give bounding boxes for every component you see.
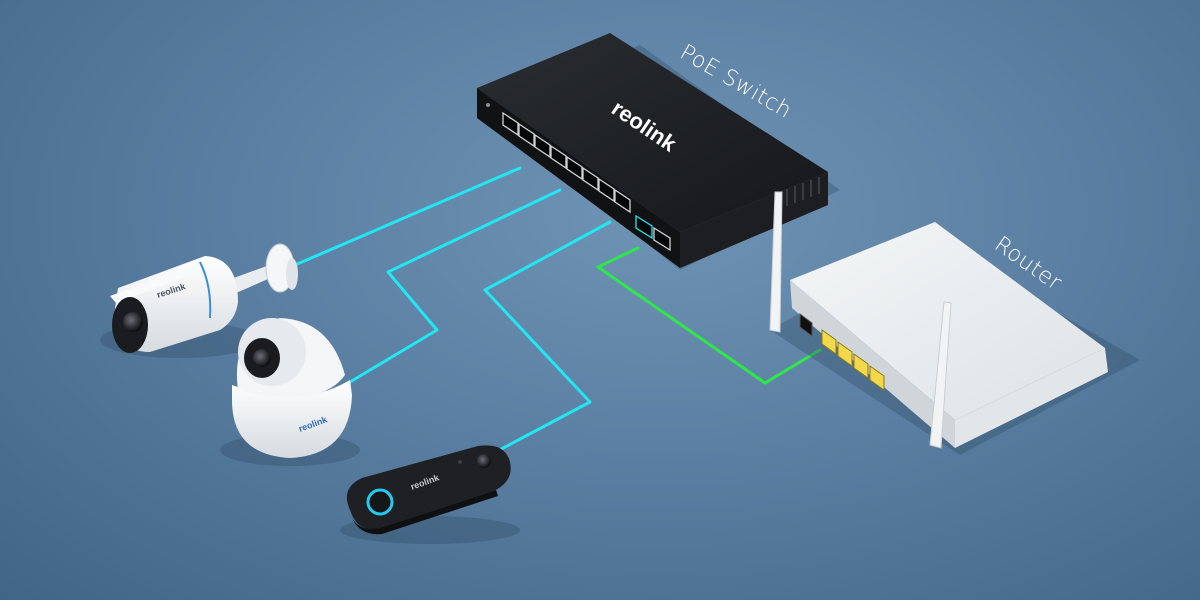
poe-cable-doorbell xyxy=(483,220,612,457)
dome-camera-lens xyxy=(253,349,271,367)
switch-port-3 xyxy=(534,133,551,159)
switch-port-6 xyxy=(582,166,599,192)
router-antenna-right xyxy=(929,301,952,449)
router-wan-port xyxy=(799,313,813,337)
dome-camera-base xyxy=(232,380,352,458)
router xyxy=(769,191,1140,455)
poe-cable-bullet-camera xyxy=(293,166,522,267)
doorbell-camera-lens xyxy=(477,454,491,468)
bullet-camera: reolink xyxy=(100,243,298,358)
router-lan-ports xyxy=(821,329,885,391)
switch-uplink-port-2 xyxy=(653,226,671,252)
router-lan-port-1 xyxy=(821,329,837,355)
cables xyxy=(293,166,822,457)
switch-port-7 xyxy=(598,177,615,203)
video-doorbell: reolink xyxy=(340,445,520,544)
switch-port-5 xyxy=(566,155,583,181)
router-lan-port-2 xyxy=(837,341,853,367)
router-lan-port-3 xyxy=(853,353,869,379)
dome-camera: reolink xyxy=(220,318,360,466)
bullet-camera-lens xyxy=(123,312,143,332)
switch-power-led xyxy=(486,103,490,107)
switch-ports xyxy=(502,111,671,252)
switch-port-4 xyxy=(550,144,567,170)
switch-port-1 xyxy=(502,111,519,137)
switch-top xyxy=(477,33,828,232)
switch-side xyxy=(680,172,828,268)
uplink-cable-router xyxy=(596,246,822,385)
switch-port-2 xyxy=(518,122,535,148)
poe-cable-dome-camera xyxy=(348,188,562,384)
switch-port-8 xyxy=(614,188,631,214)
router-lan-port-4 xyxy=(869,365,885,391)
poe-switch: reolink xyxy=(477,33,840,270)
router-side xyxy=(955,348,1108,448)
router-front xyxy=(790,280,955,448)
switch-vents xyxy=(786,177,820,206)
router-antenna-left xyxy=(769,191,783,333)
switch-uplink-port-1 xyxy=(635,214,653,240)
doorbell-button xyxy=(366,488,394,516)
